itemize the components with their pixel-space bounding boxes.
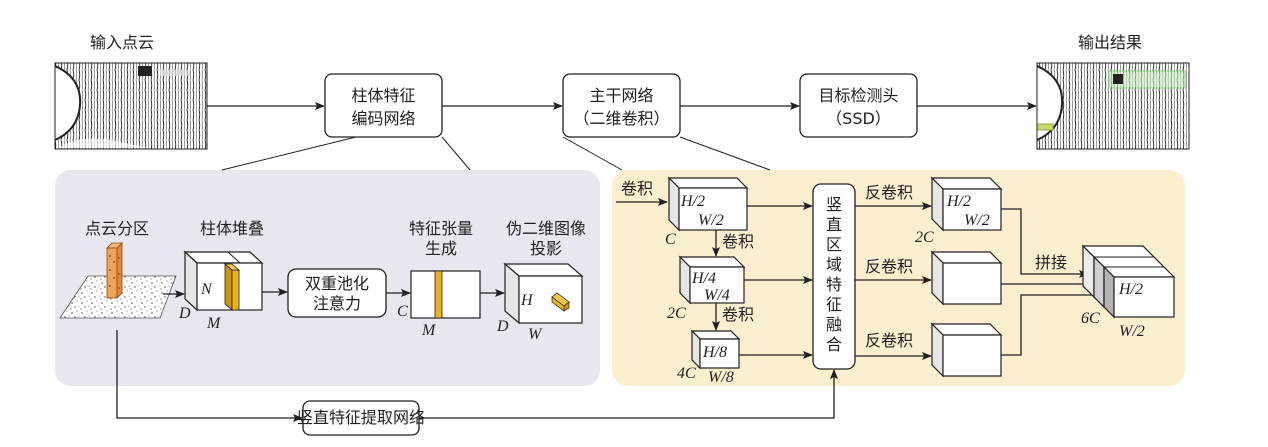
fusion-char: 特 (826, 275, 842, 294)
output-title: 输出结果 (1078, 33, 1142, 52)
down-block-1 (667, 176, 749, 232)
fusion-char: 竖 (826, 195, 842, 214)
down-block-1-c: C (665, 231, 676, 248)
connector-grid-to-vertical-net (116, 330, 303, 422)
up-block-3 (930, 322, 1003, 378)
svg-text:竖直特征提取网络: 竖直特征提取网络 (297, 408, 425, 427)
down-block-3 (690, 329, 741, 370)
concat-label: 拼接 (1035, 253, 1067, 272)
svg-text:目标检测头: 目标检测头 (818, 86, 898, 105)
deconv-label-3: 反卷积 (865, 331, 913, 350)
pillar-feature-icon (551, 292, 570, 312)
down-block-3-c: 4C (677, 365, 696, 382)
concat-block-c: 6C (1081, 310, 1100, 327)
svg-text:（SSD）: （SSD） (826, 109, 891, 128)
svg-text:主干网络: 主干网络 (589, 86, 653, 105)
fusion-char: 区 (826, 235, 842, 254)
projection-label-line2: 投影 (530, 239, 562, 258)
fusion-box-label: 竖直区域特征融合 (826, 195, 842, 354)
down-block-2-c: 2C (667, 305, 686, 322)
stack-dim-d: D (178, 305, 191, 322)
partition-label: 点云分区 (85, 219, 149, 238)
svg-text:（二维卷积）: （二维卷积） (573, 109, 669, 128)
zoom-line-backbone-right (679, 136, 771, 171)
fusion-char: 直 (826, 215, 842, 234)
down-block-1-h: H/2 (680, 193, 705, 210)
vertical-fusion-box[interactable]: 竖直区域特征融合 (812, 183, 856, 370)
down-conv-label-1: 卷积 (722, 232, 754, 251)
concat-block-h: H/2 (1118, 281, 1143, 298)
pillar-encoder-box[interactable]: 柱体特征 编码网络 (324, 73, 443, 138)
backbone-input-conv-label: 卷积 (621, 179, 653, 198)
backbone-panel (612, 170, 1185, 386)
down-block-3-w: W/8 (708, 369, 734, 386)
projection-label-line1: 伪二维图像 (506, 219, 586, 238)
zoom-line-backbone-left (562, 136, 623, 171)
concat-block-w: W/2 (1119, 323, 1145, 340)
fusion-char: 合 (826, 335, 842, 354)
connector-vertical-net-to-fusion (419, 369, 838, 419)
projection-dim-d: D (496, 318, 509, 335)
fusion-char: 域 (826, 255, 842, 274)
connector-up1-to-concat (1001, 208, 1089, 278)
stack-dim-m: M (206, 315, 222, 332)
attention-box[interactable]: 双重池化 注意力 (287, 268, 387, 318)
deconv-label-1: 反卷积 (865, 183, 913, 202)
input-pointcloud-image (54, 62, 208, 150)
up-block-1-w: W/2 (964, 212, 990, 229)
stack-dim-n: N (200, 281, 213, 298)
fusion-char: 融 (826, 315, 842, 334)
down-conv-label-2: 卷积 (722, 305, 754, 324)
tensor-dim-m: M (421, 322, 437, 339)
tensor-label-line1: 特征张量 (409, 219, 473, 238)
up-block-1-c: 2C (915, 229, 934, 246)
down-block-2-h: H/4 (691, 270, 716, 287)
up-block-1-h: H/2 (946, 193, 971, 210)
up-block-2 (930, 250, 1003, 306)
svg-text:注意力: 注意力 (313, 294, 361, 313)
up-block-1 (930, 176, 1003, 232)
deconv-label-2: 反卷积 (865, 257, 913, 276)
detection-head-box[interactable]: 目标检测头 （SSD） (799, 73, 918, 138)
svg-text:柱体特征: 柱体特征 (351, 86, 415, 105)
down-block-1-w: W/2 (698, 212, 724, 229)
projection-dim-h: H (520, 292, 534, 309)
down-block-3-h: H/8 (702, 344, 727, 361)
pillar-icon (106, 242, 123, 299)
backbone-box[interactable]: 主干网络 （二维卷积） (562, 73, 681, 138)
down-block-2-w: W/4 (704, 287, 730, 304)
fusion-char: 征 (826, 295, 842, 314)
svg-text:双重池化: 双重池化 (305, 274, 369, 293)
projection-dim-w: W (528, 326, 543, 343)
zoom-line-encoder-left (221, 136, 357, 171)
output-pointcloud-image (1036, 62, 1190, 150)
stacking-label-text: 柱体堆叠 (200, 219, 264, 238)
vertical-feature-network-box[interactable]: 竖直特征提取网络 (297, 400, 425, 436)
pseudo-image-cube (503, 262, 584, 325)
svg-text:编码网络: 编码网络 (351, 109, 415, 128)
input-title: 输入点云 (90, 33, 154, 52)
down-block-2 (678, 255, 746, 305)
tensor-dim-c: C (397, 303, 408, 320)
feature-tensor (410, 270, 481, 319)
concat-output-block (1081, 244, 1176, 319)
connector-up3-to-concat (1001, 291, 1111, 356)
zoom-line-encoder-right (441, 136, 471, 171)
tensor-label-line2: 生成 (425, 239, 457, 258)
stacked-pillars-cube (183, 250, 264, 312)
